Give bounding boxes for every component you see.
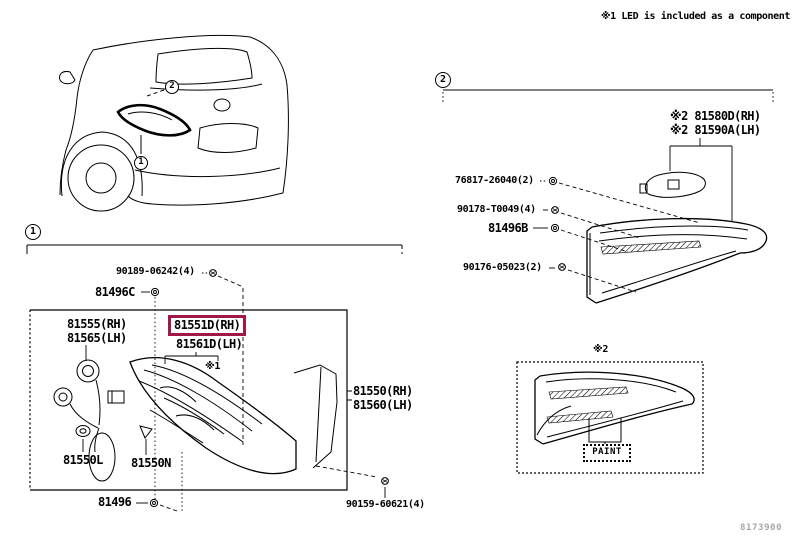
callout-1-badge: 1 xyxy=(134,156,148,170)
part-label-81550-rh[interactable]: 81550(RH) xyxy=(353,384,413,398)
part-label-81496c[interactable]: 81496C xyxy=(95,285,135,299)
part-label-81550n[interactable]: 81550N xyxy=(131,456,171,470)
bracket-part-drawing xyxy=(639,171,706,198)
part-label-81550-81560-assy[interactable]: 81550(RH) 81560(LH) xyxy=(353,384,413,412)
callout-2-badge: 2 xyxy=(165,80,179,94)
clip-icon xyxy=(150,287,160,297)
led-ref-mark: ※1 xyxy=(205,361,220,372)
clip-icon xyxy=(149,498,159,508)
part-label-81580d-81590a[interactable]: ※2 81580D(RH) ※2 81590A(LH) xyxy=(670,109,761,137)
led-note: ※1 LED is included as a component xyxy=(600,11,791,22)
part-label-81561d-lh[interactable]: 81561D(LH) xyxy=(176,337,243,351)
part-label-81496b[interactable]: 81496B xyxy=(488,221,528,235)
part-label-81590a-lh[interactable]: ※2 81590A(LH) xyxy=(670,123,761,138)
paint-label: PAINT xyxy=(592,447,622,457)
section1-marker: 1 xyxy=(25,224,41,240)
section-bracket-lines xyxy=(26,89,774,254)
tail-lamp-assembly-drawing xyxy=(129,357,338,475)
bulb-socket-harness-drawing xyxy=(53,359,153,482)
paint-callout-box: PAINT xyxy=(583,444,631,462)
part-label-81496[interactable]: 81496 xyxy=(98,495,132,509)
screw-icon xyxy=(558,263,566,271)
paint-ref-mark: ※2 xyxy=(593,344,608,355)
screw-icon xyxy=(209,269,217,277)
inner-garnish-lamp-drawing xyxy=(586,217,768,304)
part-label-81560-lh[interactable]: 81560(LH) xyxy=(353,398,413,413)
highlighted-part-box[interactable]: 81551D(RH) xyxy=(168,315,247,336)
section2-marker: 2 xyxy=(435,72,451,88)
part-label-90178-t0049[interactable]: 90178-T0049(4) xyxy=(457,204,536,215)
part-label-76817-26040[interactable]: 76817-26040(2) xyxy=(455,175,534,186)
figure-code: 8173900 xyxy=(740,523,783,533)
leader-lines xyxy=(82,138,733,512)
clip-icon xyxy=(550,223,560,233)
part-label-90159-60621[interactable]: 90159-60621(4) xyxy=(346,499,425,510)
part-label-81565-lh[interactable]: 81565(LH) xyxy=(67,331,127,346)
part-label-81555-81565[interactable]: 81555(RH) 81565(LH) xyxy=(67,317,127,345)
car-rear-view-drawing xyxy=(59,34,289,212)
clip-icon xyxy=(548,176,558,186)
part-label-81555-rh[interactable]: 81555(RH) xyxy=(67,317,127,331)
part-label-90176-05023[interactable]: 90176-05023(2) xyxy=(463,262,542,273)
part-label-90189-06242[interactable]: 90189-06242(4) xyxy=(116,266,195,277)
screw-icon xyxy=(551,206,559,214)
part-label-81580d-rh[interactable]: ※2 81580D(RH) xyxy=(670,109,761,123)
part-label-81550l[interactable]: 81550L xyxy=(63,453,103,467)
paint-panel-drawing xyxy=(516,361,704,474)
part-label-81551d-rh[interactable]: 81551D(RH) xyxy=(174,318,241,332)
screw-icon xyxy=(381,477,389,485)
